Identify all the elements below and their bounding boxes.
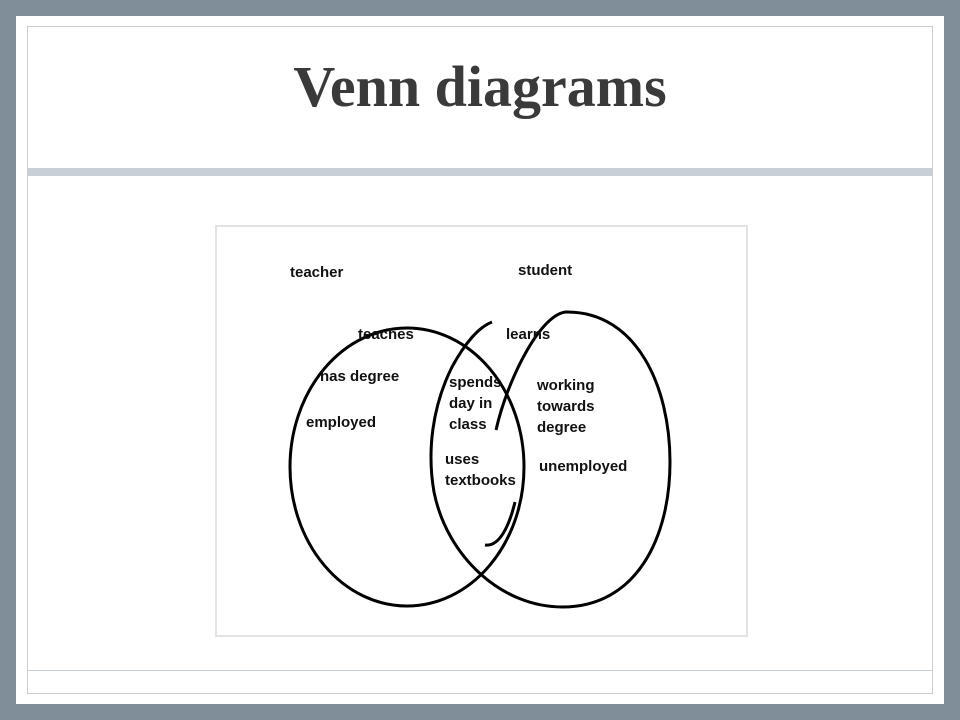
slide-frame	[27, 26, 933, 694]
venn-diagram	[288, 310, 672, 609]
intersection-item: spends day in class	[449, 374, 502, 433]
set-label-teacher: teacher	[290, 264, 344, 281]
student-set-circle	[429, 310, 672, 609]
intersection-item: uses textbooks	[445, 451, 516, 489]
student-item: unemployed	[539, 458, 628, 475]
student-set-circle-tail	[484, 501, 517, 547]
slide-title: Venn diagrams	[293, 54, 667, 119]
teacher-item: employed	[306, 414, 377, 431]
student-item: learns	[506, 326, 551, 343]
footer-divider	[28, 670, 932, 671]
student-item: working towards degree	[537, 377, 595, 436]
teacher-item: teaches	[358, 326, 414, 343]
title-divider	[28, 168, 932, 176]
venn-diagram-image: teacher student teaches has degree emplo…	[215, 225, 748, 637]
teacher-item: has degree	[320, 368, 400, 385]
teacher-set-circle	[288, 326, 526, 608]
set-label-student: student	[518, 262, 573, 279]
